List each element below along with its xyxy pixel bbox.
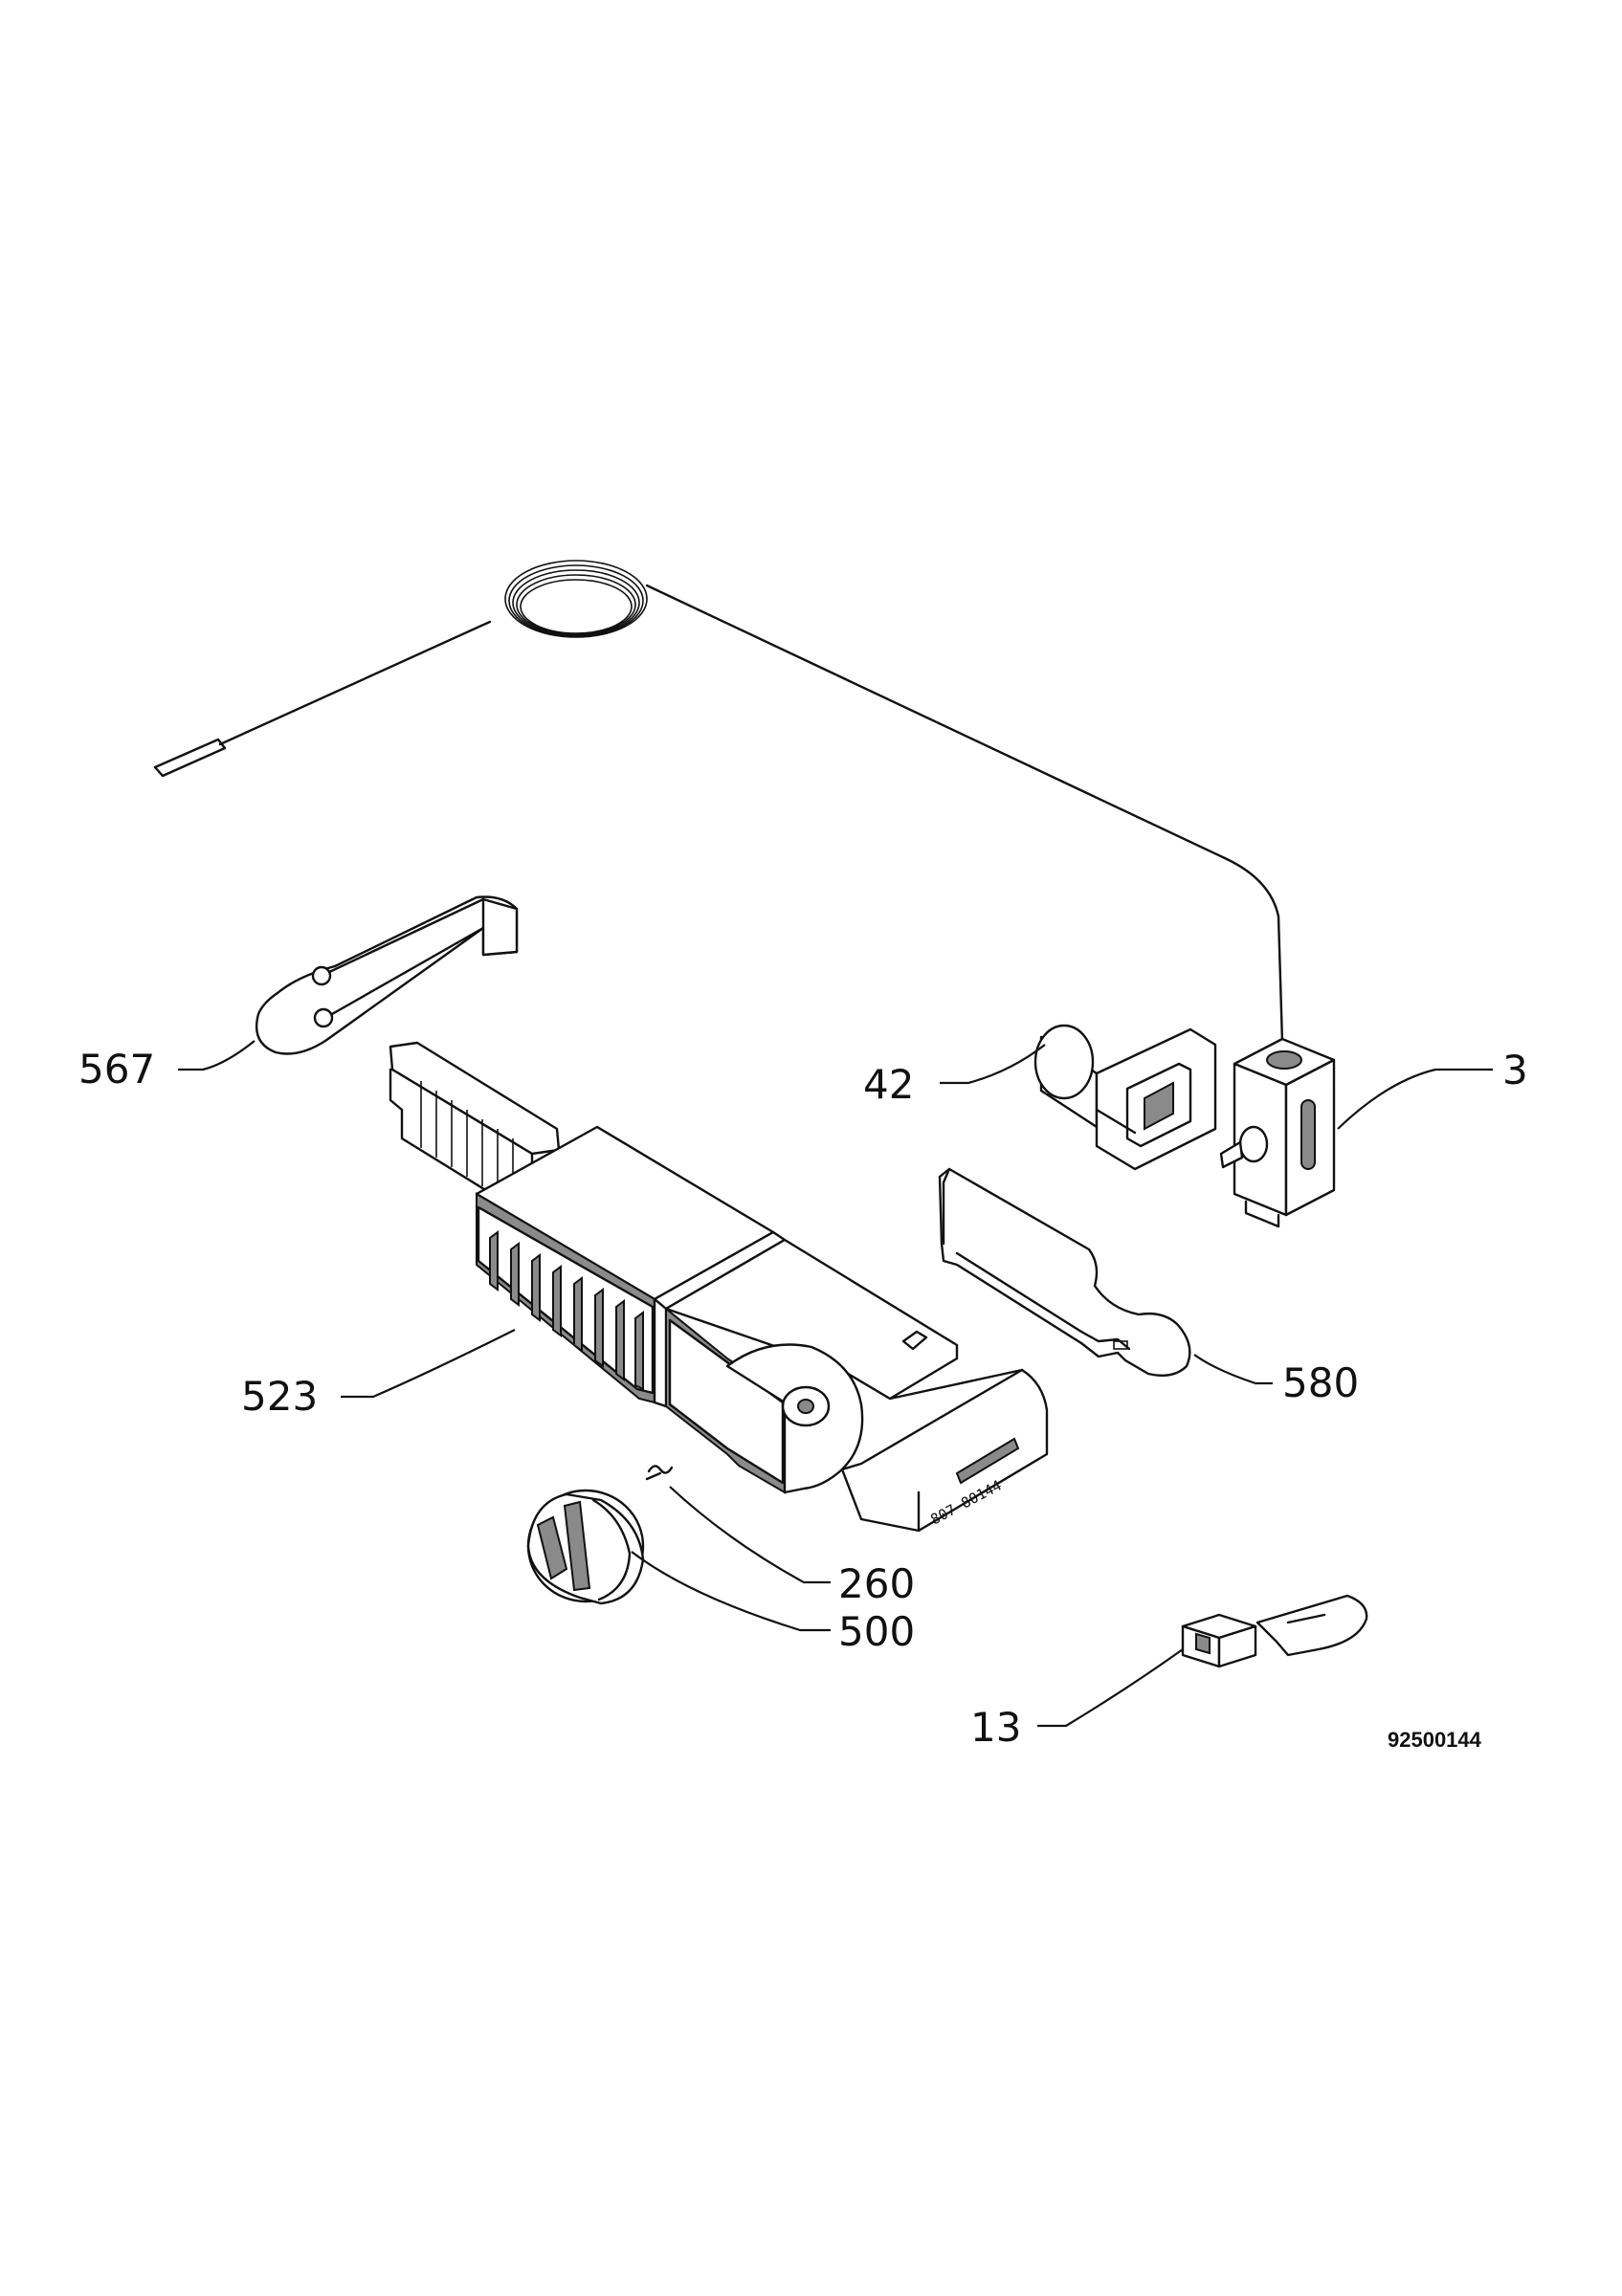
front-ribs [489, 1230, 644, 1391]
callout-42: 42 [863, 1061, 914, 1108]
callout-13: 13 [970, 1704, 1021, 1751]
thermostat-body [1219, 1037, 1336, 1228]
leader-42 [940, 1044, 1046, 1085]
part-567-lever [255, 895, 519, 1055]
leader-3 [1337, 1068, 1493, 1130]
callout-260: 260 [838, 1560, 915, 1607]
part-42-lamp-holder [1033, 1024, 1217, 1171]
drawing-number: 92500144 [1388, 1728, 1482, 1752]
leader-lines [178, 1040, 1493, 1728]
part-580-cover-plate [938, 1167, 1191, 1377]
leader-500 [631, 1551, 831, 1632]
part-3-thermostat [153, 560, 1336, 1228]
part-13-clip [1181, 1594, 1368, 1668]
part-500-knob [526, 1489, 645, 1605]
part-260-spring-clip [645, 1465, 674, 1481]
callout-523: 523 [241, 1373, 318, 1420]
callout-580: 580 [1282, 1359, 1359, 1406]
leader-580 [1193, 1354, 1273, 1385]
callout-labels: 567 42 3 523 580 260 500 13 [78, 1046, 1528, 1751]
leader-567 [178, 1040, 256, 1071]
callout-3: 3 [1502, 1047, 1528, 1093]
callout-567: 567 [78, 1046, 155, 1093]
leader-260 [669, 1486, 831, 1584]
leader-13 [1037, 1648, 1184, 1728]
leader-523 [341, 1329, 516, 1399]
callout-500: 500 [838, 1608, 915, 1655]
capillary-coil [504, 560, 648, 638]
part-523-housing: 807-80144 [389, 1041, 1049, 1533]
